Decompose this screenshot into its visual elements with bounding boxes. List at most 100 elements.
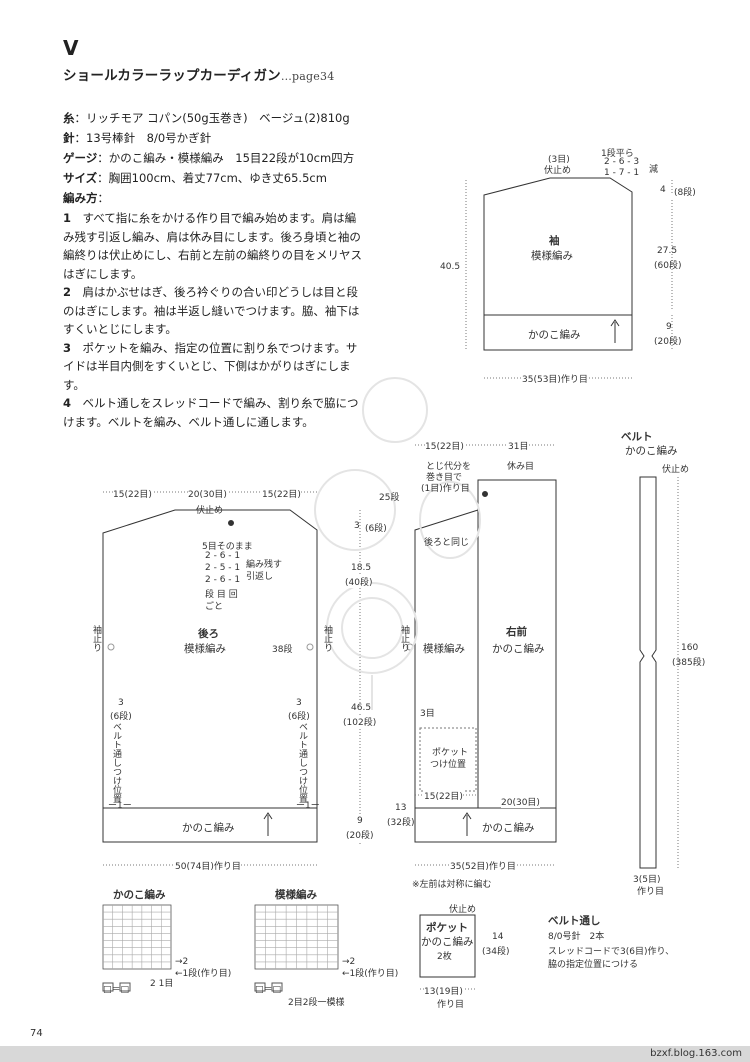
step-2: 2 肩はかぶせはぎ、後ろ衿ぐりの合い印どうしは目と段のはぎにします。袖は半返し縫… xyxy=(63,285,360,336)
sleeve-title: 袖 xyxy=(549,235,560,247)
front-note2: 巻き目で xyxy=(426,473,463,483)
footer-bar xyxy=(0,1046,750,1062)
back-sew-stop-right: 袖止り xyxy=(322,625,332,652)
belt-loop-title: ベルト通し xyxy=(548,915,601,927)
center-d4: 9 xyxy=(357,816,363,826)
back-neck: 20(30目) xyxy=(188,487,227,500)
front-left-cm: 13 xyxy=(395,803,407,813)
back-belt-cm-right: 3 xyxy=(296,698,302,708)
sleeve-dec-row2: 1 - 7 - 1 xyxy=(604,168,640,178)
sleeve-mid-rows: (60段) xyxy=(654,261,682,271)
chart-kanoko-arrow2: →2 xyxy=(175,957,189,967)
center-d1: 3 xyxy=(354,521,360,531)
sleeve-dec-row1: 2 - 6 - 3 xyxy=(604,157,640,167)
pattern-letter: V xyxy=(63,36,79,60)
chart-kanoko-st-labels: 2 1目 xyxy=(150,979,174,989)
back-short-rows-head: 5目そのまま xyxy=(202,542,253,552)
belt-width-note: 作り目 xyxy=(637,887,665,897)
chart-kanoko-legend: □＝□ xyxy=(103,985,130,995)
front-pocket-bot-right: 20(30目) xyxy=(501,795,540,808)
sleeve-width: 35(53目)作り目 xyxy=(522,372,588,385)
front-sew-stop: 袖止り xyxy=(399,625,409,652)
front-top-left: 15(22目) xyxy=(425,439,464,452)
back-width: 50(74目)作り目 xyxy=(175,859,241,872)
sleeve-mid-cm: 27.5 xyxy=(657,246,678,256)
belt-pattern: かのこ編み xyxy=(625,445,678,457)
belt-loop-note1: スレッドコードで3(6目)作り、 xyxy=(548,947,675,957)
sleeve-bind-off: 伏止め xyxy=(544,166,572,176)
back-sr-note2: 引返し xyxy=(246,572,274,582)
back-sr2: 2 - 5 - 1 xyxy=(205,563,241,573)
back-sr-legend: 段 目 回 xyxy=(205,590,238,600)
back-pattern: 模様編み xyxy=(184,643,226,655)
sleeve-top-rows: (8段) xyxy=(674,188,696,198)
sleeve-dec-label: 減 xyxy=(649,165,659,175)
pocket-width: 13(19目) xyxy=(424,984,463,997)
spec-needles: 針：13号棒針 8/0号かぎ針 xyxy=(63,131,212,145)
back-belt-loop-left: ベルト通しつけ位置 xyxy=(111,722,121,803)
front-same-as-back: 後ろと同じ xyxy=(424,538,470,548)
page-reference: …page34 xyxy=(280,70,335,83)
chart-kanoko-row1: ←1段(作り目) xyxy=(175,969,232,979)
belt-length-rows: (385段) xyxy=(672,658,706,668)
chart-moyo-row1: ←1段(作り目) xyxy=(342,969,399,979)
watermark-illustration xyxy=(314,377,481,710)
back-shoulder-right: 15(22目) xyxy=(262,487,301,500)
back-sr1: 2 - 6 - 1 xyxy=(205,551,241,561)
back-edge-mark-right: ー1ー xyxy=(296,801,320,811)
chart-grid xyxy=(103,905,338,969)
belt-outline xyxy=(639,476,657,869)
chart-moyo-repeat: 2目2段一模様 xyxy=(288,998,345,1008)
step-1: 1 すべて指に糸をかける作り目で編み始めます。肩は編み残す引返し編み、肩は休み目… xyxy=(63,211,362,281)
belt-loop-spec: 8/0号針 2本 xyxy=(548,932,605,942)
back-belt-loop-right: ベルト通しつけ位置 xyxy=(297,722,307,803)
back-band: かのこ編み xyxy=(182,822,235,834)
sleeve-top-cm: 4 xyxy=(660,185,666,195)
sleeve-bot-cm: 9 xyxy=(666,322,672,332)
step-3: 3 ポケットを編み、指定の位置に割り糸でつけます。サイドは半目内側をすくいとじ、… xyxy=(63,340,358,392)
sleeve-band: かのこ編み xyxy=(528,329,581,341)
pocket-h-cm: 14 xyxy=(492,932,504,942)
back-shoulder-left: 15(22目) xyxy=(113,487,152,500)
chart-kanoko-title: かのこ編み xyxy=(113,889,166,901)
back-belt-cm-left: 3 xyxy=(118,698,124,708)
back-sew-stop-left: 袖止り xyxy=(91,625,101,652)
center-d2r: (40段) xyxy=(345,575,373,588)
front-title: 右前 xyxy=(506,626,527,638)
back-title: 後ろ xyxy=(198,628,219,640)
front-note3: (1目)作り目 xyxy=(421,484,470,494)
front-symmetric-note: ※左前は対称に編む xyxy=(412,880,492,890)
sleeve-height: 40.5 xyxy=(440,262,461,272)
pocket-count: 2枚 xyxy=(437,952,452,962)
back-outline xyxy=(102,509,318,843)
back-sr-note1: 編み残す xyxy=(246,560,283,570)
chart-moyo-legend: □＝□ xyxy=(255,985,282,995)
pocket-width-note: 作り目 xyxy=(437,1000,465,1010)
belt-length: 160 xyxy=(681,643,699,653)
front-top-right: 31目 xyxy=(508,439,529,452)
pocket-h-rows: (34段) xyxy=(482,947,510,957)
front-pattern-right: かのこ編み xyxy=(492,643,545,655)
back-bind-off: 伏止め xyxy=(196,506,224,516)
front-pocket-pos1: ポケット xyxy=(432,748,469,758)
pocket-outline xyxy=(419,914,476,978)
sleeve-dec-head: 1段平ら xyxy=(601,149,634,159)
back-sr-every: ごと xyxy=(205,602,224,612)
pattern-title: ショールカラーラップカーディガン…page34 xyxy=(63,64,334,84)
pocket-pattern: かのこ編み xyxy=(421,936,474,948)
front-pocket-bot-left: 15(22目) xyxy=(424,789,463,802)
front-pattern-left: 模様編み xyxy=(423,643,465,655)
spec-size: サイズ：胸囲100cm、着丈77cm、ゆき丈65.5cm xyxy=(63,171,327,185)
front-band: かのこ編み xyxy=(482,822,535,834)
chart-moyo-title: 模様編み xyxy=(275,889,317,901)
center-d4r: (20段) xyxy=(346,828,374,841)
belt-title: ベルト xyxy=(621,431,653,443)
watermark-url: bzxf.blog.163.com xyxy=(650,1048,742,1059)
chart-moyo-arrow2: →2 xyxy=(342,957,356,967)
front-rows25: 25段 xyxy=(379,493,400,503)
instructions: 1 すべて指に糸をかける作り目で編み始めます。肩は編み残す引返し編み、肩は休み目… xyxy=(63,209,363,431)
center-d3r: (102段) xyxy=(343,715,377,728)
back-row38: 38段 xyxy=(272,645,293,655)
pocket-title: ポケット xyxy=(426,922,468,934)
